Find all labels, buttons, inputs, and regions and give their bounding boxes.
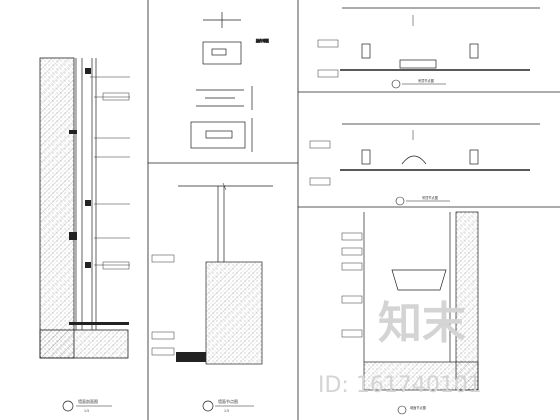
panel-1-scale: 1:5	[84, 409, 89, 413]
panel-2-caption: 墙面节点图	[218, 398, 238, 404]
panel-ceiling-detail-b: 吊顶节点图	[309, 123, 540, 206]
panel-ceiling-detail-a: 吊顶节点图	[317, 7, 540, 89]
panel-bracket-details: 挂件详图	[190, 12, 269, 152]
section-title-marker: 墙面剖面图 1:5	[62, 398, 112, 413]
panel-1-caption: 墙面剖面图	[78, 398, 98, 404]
panel-wall-fixture-node: 墙面节点图	[341, 211, 479, 415]
panel-2-note: 挂件详图	[256, 38, 269, 43]
sheet-frame	[147, 0, 560, 420]
panel-3a-caption: 吊顶节点图	[418, 78, 434, 83]
label-boxes	[102, 92, 130, 270]
leader-lines	[90, 76, 130, 266]
anchor-brackets	[69, 68, 129, 325]
panel-wall-section: 墙面剖面图 1:5	[39, 57, 130, 413]
panel-2-scale: 1:5	[224, 409, 229, 413]
watermark-id: ID: 161740101	[318, 373, 482, 398]
cladding-lines	[75, 58, 97, 330]
panel-3c-caption: 墙面节点图	[410, 405, 426, 410]
watermark: 知末 ID: 161740101	[318, 298, 482, 398]
watermark-logo: 知末	[378, 298, 466, 349]
panel-3b-caption: 吊顶节点图	[422, 195, 438, 200]
panel-wall-node: 墙面节点图 1:5	[151, 182, 273, 413]
